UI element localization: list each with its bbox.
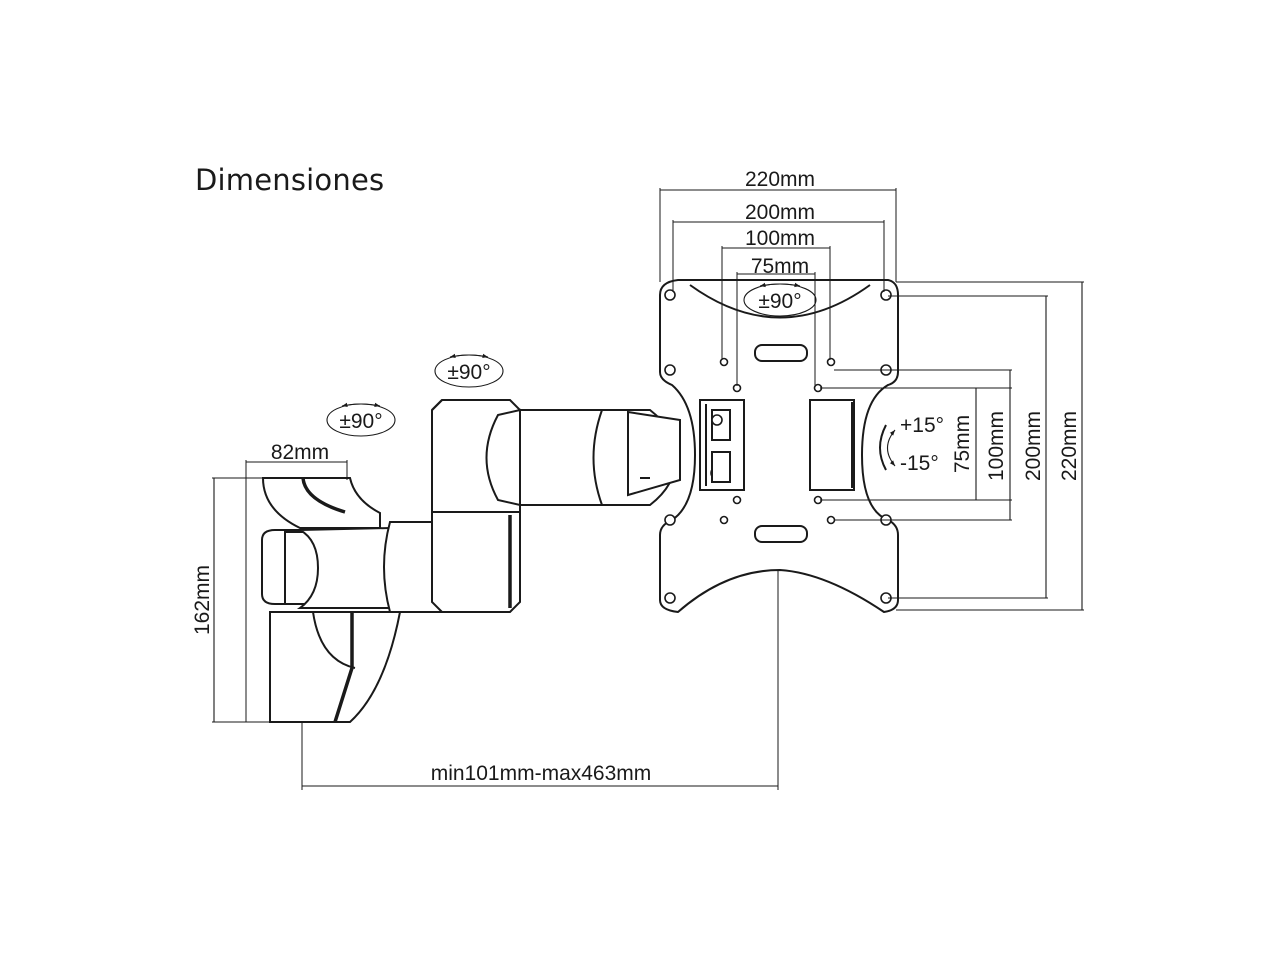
label-rotation-wall: ±90° [339, 410, 382, 433]
rotation-symbols [326, 282, 896, 467]
label-width-220: 220mm [745, 168, 815, 191]
label-height-75: 75mm [951, 415, 974, 473]
label-width-100: 100mm [745, 227, 815, 250]
vesa-plate [659, 279, 899, 613]
slot-top [754, 344, 808, 362]
tilt-arrow [886, 429, 896, 467]
label-height-100: 100mm [985, 411, 1008, 481]
label-tilt-down: -15° [900, 452, 939, 475]
dimension-lines [212, 188, 1084, 790]
page-title: Dimensiones [195, 163, 385, 197]
slot-bottom [754, 525, 808, 543]
label-width-75: 75mm [751, 255, 809, 278]
label-rotation-plate: ±90° [758, 290, 801, 313]
label-rotation-elbow: ±90° [447, 361, 490, 384]
dimension-labels: 220mm 200mm 100mm 75mm ±90° ±90° ±90° +1… [191, 168, 1081, 785]
arm [261, 399, 681, 723]
label-height-200: 200mm [1022, 411, 1045, 481]
mount-holes [664, 289, 892, 604]
label-tilt-up: +15° [900, 414, 944, 437]
label-height-220: 220mm [1058, 411, 1081, 481]
tilt-bracket [809, 399, 855, 491]
label-extension: min101mm-max463mm [431, 762, 652, 785]
label-width-200: 200mm [745, 201, 815, 224]
label-wall-width: 82mm [271, 441, 329, 464]
tilt-lock [699, 399, 745, 491]
label-wall-height: 162mm [191, 565, 214, 635]
